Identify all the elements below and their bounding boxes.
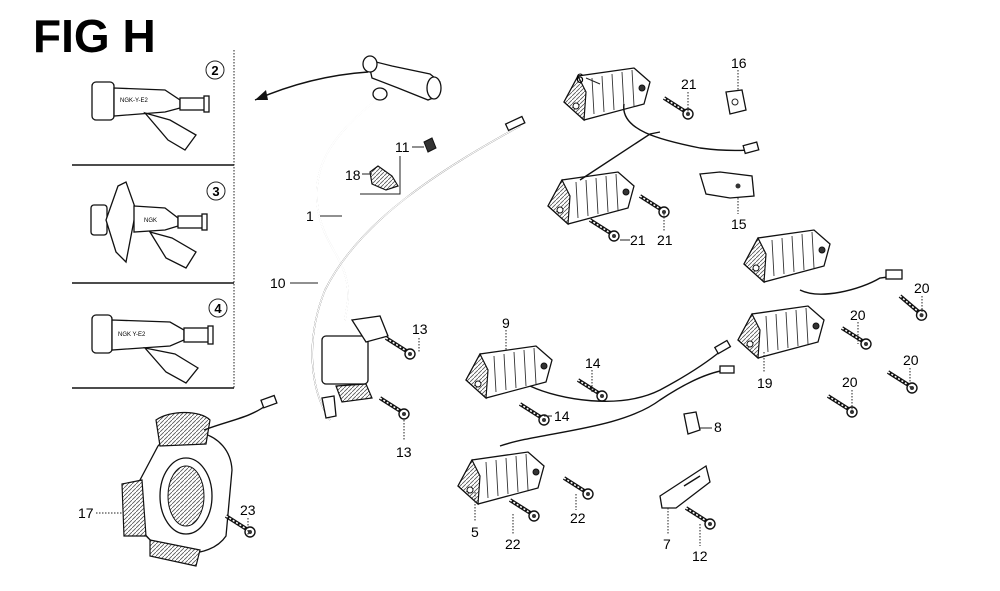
callout-14: 14: [554, 408, 570, 424]
lead-connector: [713, 339, 732, 355]
spark-plug-cap: [362, 55, 442, 101]
callout-12: 12: [692, 548, 708, 564]
inset-number: 2: [211, 63, 218, 78]
callout-6: 6: [576, 70, 584, 86]
callout-9: 9: [502, 315, 510, 331]
callout-20: 20: [850, 307, 866, 323]
callout-20: 20: [903, 352, 919, 368]
high-tension-cord-10: [311, 115, 526, 421]
bolt-20: [886, 370, 919, 395]
coil-bolt-lower: [378, 396, 411, 421]
figure-title: FIG H: [33, 10, 156, 62]
coil-lead: [529, 349, 723, 402]
callout-22: 22: [570, 510, 586, 526]
charge-coil-5: [457, 451, 545, 505]
cord-clip-11: [423, 137, 437, 153]
callout-13: 13: [396, 444, 412, 460]
bolt-20: [895, 294, 931, 323]
coil-bolt-upper: [384, 336, 417, 361]
coil-lead: [579, 131, 661, 181]
plate-7: [659, 464, 711, 509]
inset-number: 3: [212, 184, 219, 199]
callout-19: 19: [757, 375, 773, 391]
plug-cap-marking: NGK Y-E2: [118, 332, 146, 338]
bolt-20: [826, 394, 859, 419]
cord-clamp-18: [360, 156, 401, 195]
plug-cap-variant-2: 2 NGK-Y-E2: [91, 60, 225, 151]
callout-20: 20: [914, 280, 930, 296]
bracket-15: [699, 171, 755, 199]
callout-21: 21: [630, 232, 646, 248]
bolt-20: [840, 326, 873, 351]
bolt-12: [684, 506, 717, 531]
callout-21: 21: [681, 76, 697, 92]
stator-17: [121, 394, 278, 567]
callout-7: 7: [663, 536, 671, 552]
callout-21: 21: [657, 232, 673, 248]
exciter-coil-upper: [743, 229, 831, 283]
lead-connector: [719, 365, 735, 374]
lead-connector: [742, 141, 760, 155]
bolt-14: [518, 402, 551, 427]
bolt-22: [562, 476, 595, 501]
coil-lead: [623, 103, 751, 152]
callout-labels: 1 10 11 18 13 13 6 21 21 21 16 15 20 20 …: [78, 55, 930, 564]
lead-connector: [885, 269, 903, 280]
callout-17: 17: [78, 505, 94, 521]
callout-1: 1: [306, 208, 314, 224]
coil-lead: [499, 369, 727, 447]
callout-20: 20: [842, 374, 858, 390]
callout-18: 18: [345, 167, 361, 183]
callout-23: 23: [240, 502, 256, 518]
ignition-coil: [321, 315, 389, 419]
bolt-21: [588, 218, 621, 243]
inset-number: 4: [214, 301, 222, 316]
plug-cap-variant-3: 3 NGK: [90, 181, 226, 269]
reference-arrow: [254, 71, 369, 101]
bolt-23: [224, 514, 257, 539]
plug-cap-inset-panel: 2 NGK-Y-E2 3 NGK 4: [72, 50, 235, 389]
nut-16: [725, 89, 747, 115]
plug-cap-marking: NGK-Y-E2: [120, 98, 148, 104]
callout-11: 11: [395, 139, 410, 155]
callout-13: 13: [412, 321, 428, 337]
leader-lines: [96, 70, 923, 546]
charge-coil-lower: [547, 171, 635, 225]
plug-cap-variant-4: 4 NGK Y-E2: [91, 298, 228, 384]
callout-8: 8: [714, 419, 722, 435]
bolt-21: [662, 96, 695, 121]
callout-5: 5: [471, 524, 479, 540]
callout-15: 15: [731, 216, 747, 232]
exciter-coil-19: [737, 305, 825, 359]
plug-cap-marking: NGK: [144, 218, 157, 224]
coil-lead: [799, 275, 897, 295]
nut-8: [683, 411, 701, 435]
high-tension-cord-1: [315, 99, 377, 321]
callout-22: 22: [505, 536, 521, 552]
callout-10: 10: [270, 275, 286, 291]
callout-16: 16: [731, 55, 747, 71]
bolt-22: [508, 498, 541, 523]
bolt-21: [638, 194, 671, 219]
callout-14: 14: [585, 355, 601, 371]
